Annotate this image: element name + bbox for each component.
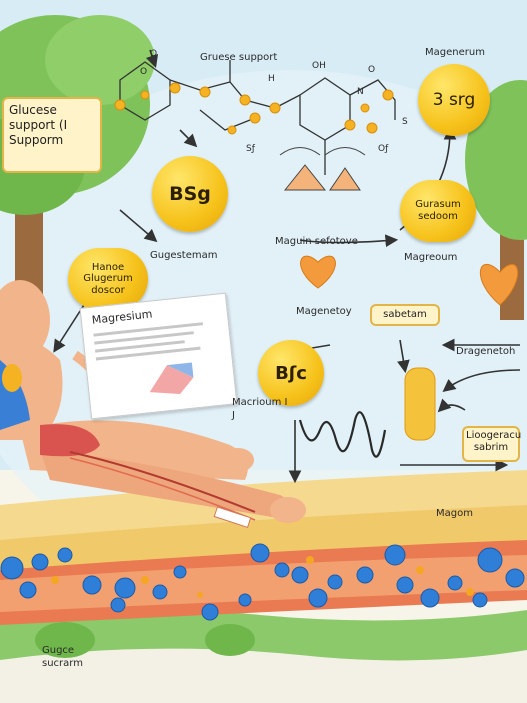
blue-molecules bbox=[0, 543, 525, 621]
supplement-capsule bbox=[404, 367, 436, 441]
left-mid-label: Gugestemam bbox=[150, 250, 218, 261]
mortar-icons bbox=[279, 147, 366, 191]
center-small-label: Magenetoy bbox=[296, 306, 352, 317]
paper-title: Magresium bbox=[91, 307, 153, 327]
center-circle-text: Bʃc bbox=[275, 362, 307, 384]
molecule-s-right: S bbox=[402, 117, 408, 127]
molecule-o-right: O bbox=[368, 65, 376, 75]
mid-left-label: Macrioum I J bbox=[232, 397, 288, 421]
molecule-atoms bbox=[114, 82, 394, 135]
right-oval-text: Gurasum sedoom bbox=[415, 199, 461, 222]
bush-left bbox=[35, 622, 95, 658]
center-label: Maguin sefotove bbox=[275, 236, 358, 247]
document-paper: Magresium bbox=[79, 292, 238, 420]
left-info-box: Glucese support (I Supporm bbox=[2, 97, 102, 173]
left-oval-badge: Hanoe Glugerum doscor bbox=[68, 248, 148, 310]
left-circle-badge: BSg bbox=[152, 156, 228, 232]
molecule-o-left: O bbox=[140, 67, 148, 77]
top-center-label: Gruese support bbox=[200, 52, 278, 63]
sabetam-box: sabetam bbox=[370, 304, 440, 326]
right-mid-label: Magreoum bbox=[404, 252, 458, 263]
right-oval-badge: Gurasum sedoom bbox=[400, 180, 476, 242]
wave-graph bbox=[298, 411, 387, 458]
paper-chart-icon bbox=[149, 362, 194, 394]
bush-center bbox=[205, 624, 255, 656]
molecule-h-mid: H bbox=[268, 74, 275, 84]
right-label: Dragenetoh bbox=[456, 346, 516, 357]
molecule-o-top: O bbox=[150, 49, 158, 59]
top-right-label: Magenerum bbox=[425, 47, 485, 58]
right-circle-badge: 3 srg bbox=[418, 64, 490, 136]
molecule-of: Oƒ bbox=[378, 144, 389, 154]
tissue-layers bbox=[0, 470, 527, 625]
left-oval-text: Hanoe Glugerum doscor bbox=[83, 261, 133, 296]
left-circle-text: BSg bbox=[169, 183, 211, 205]
molecule-sf: Sƒ bbox=[246, 144, 255, 154]
bottom-left-label: Gugce sucrarm bbox=[42, 645, 83, 669]
molecule-n-right: N bbox=[357, 87, 364, 97]
molecule-oh-top: OH bbox=[312, 61, 326, 71]
center-circle-badge: Bʃc bbox=[258, 340, 324, 406]
person-illustration bbox=[0, 280, 306, 528]
heart-center-icon bbox=[300, 255, 336, 289]
magom-label: Magom bbox=[436, 508, 473, 519]
right-circle-text: 3 srg bbox=[432, 90, 476, 110]
heart-right-icon bbox=[479, 263, 519, 306]
bottom-right-box: Lioogeracu sabrim bbox=[462, 426, 521, 462]
